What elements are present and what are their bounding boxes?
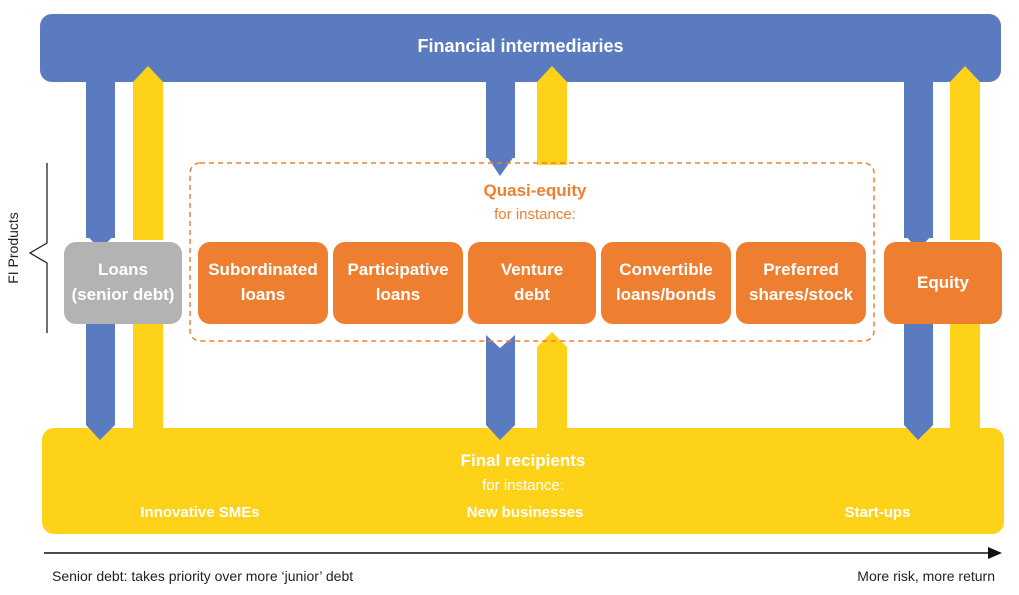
- example-innovative-smes: Innovative SMEs: [140, 504, 260, 521]
- axis-left-caption: Senior debt: takes priority over more ‘j…: [52, 568, 354, 584]
- fi-products-brace: [28, 163, 48, 333]
- participative-loans-box: Participative loans: [333, 242, 463, 324]
- preferred-shares-box: Preferred shares/stock: [736, 242, 866, 324]
- convertible-loans-box: Convertible loans/bonds: [601, 242, 731, 324]
- venture-debt-box: Venture debt: [468, 242, 596, 324]
- equity-box: Equity: [884, 242, 1002, 324]
- final-recipients-bar: [42, 428, 1004, 534]
- risk-axis-arrowhead: [988, 547, 1002, 559]
- example-start-ups: Start-ups: [844, 504, 911, 521]
- final-recipients-title: Final recipients: [460, 451, 586, 470]
- quasi-equity-subtitle: for instance:: [494, 206, 576, 223]
- fi-products-label: FI Products: [5, 212, 21, 284]
- axis-right-caption: More risk, more return: [857, 568, 995, 584]
- quasi-equity-title: Quasi-equity: [483, 181, 587, 200]
- subordinated-loans-box: Subordinated loans: [198, 242, 328, 324]
- quasi-equity-box: [189, 162, 875, 342]
- down-arrow-middle: [486, 78, 515, 440]
- down-arrow-left: [86, 78, 115, 440]
- up-arrow-right: [950, 66, 980, 430]
- financial-intermediaries-bar: [40, 14, 1001, 82]
- up-arrow-left: [133, 66, 163, 430]
- up-arrow-middle: [537, 66, 567, 430]
- financial-intermediaries-label: Financial intermediaries: [417, 36, 624, 56]
- loans-box: Loans (senior debt): [64, 242, 182, 324]
- final-recipients-subtitle: for instance:: [482, 477, 564, 494]
- example-new-businesses: New businesses: [466, 504, 584, 521]
